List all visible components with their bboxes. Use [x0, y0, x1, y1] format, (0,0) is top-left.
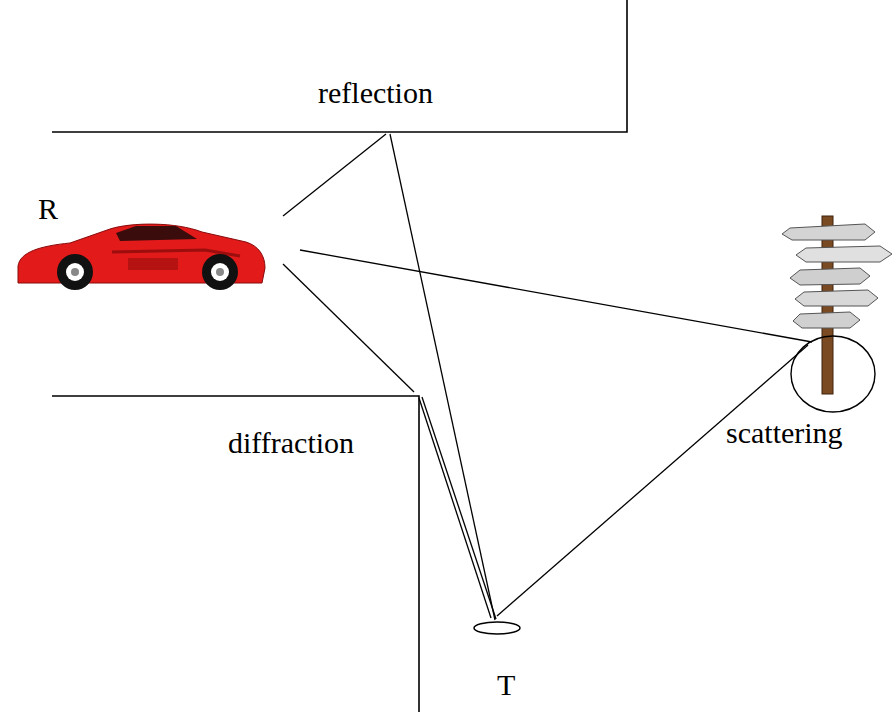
signpost-illustration	[782, 216, 892, 412]
car-wheel	[57, 254, 93, 290]
sign-board	[782, 224, 875, 240]
car-rim	[211, 263, 229, 281]
buildings	[52, 0, 627, 712]
car-window	[116, 226, 197, 241]
rays	[283, 134, 812, 620]
scatter-region	[791, 336, 875, 412]
transmitter-label: T	[497, 670, 515, 700]
diffraction-ray	[422, 397, 496, 619]
transmitter-antenna	[474, 622, 520, 634]
lower-building-wall	[52, 396, 419, 712]
sign-board	[793, 312, 860, 328]
car-illustration	[18, 224, 265, 290]
scattering-ray	[300, 250, 812, 342]
sign-board	[795, 290, 878, 306]
car-hub	[71, 268, 79, 276]
car-rim	[66, 263, 84, 281]
car-body	[18, 224, 265, 283]
receiver-label: R	[38, 194, 58, 224]
car-wheel	[202, 254, 238, 290]
wall-label: reflection	[318, 78, 433, 108]
diffraction-ray	[283, 264, 414, 392]
sign-board	[790, 268, 870, 285]
object-label: scattering	[726, 418, 843, 448]
scattering-ray	[497, 345, 808, 616]
reflection-ray	[390, 134, 495, 620]
sign-board	[796, 246, 892, 262]
car-hub	[216, 268, 224, 276]
corner-label: diffraction	[228, 428, 354, 458]
reflection-ray	[283, 134, 386, 216]
car-door-detail	[128, 258, 178, 270]
diffraction-ray	[419, 398, 491, 618]
upper-building-wall	[52, 0, 627, 132]
